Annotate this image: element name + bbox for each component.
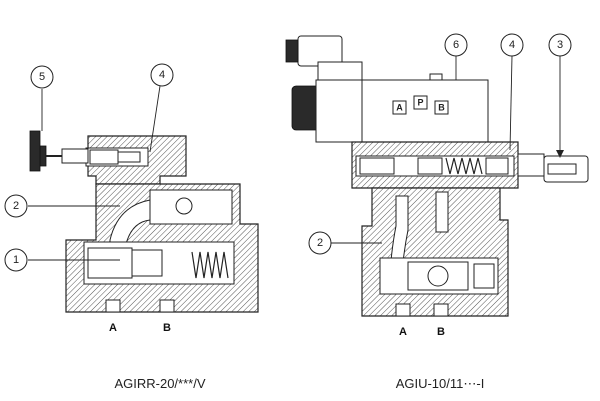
right-main-body [361,187,509,317]
right-callout-4: 4 [500,33,524,151]
left-adjuster-knob [29,130,41,172]
svg-text:5: 5 [39,71,45,83]
left-pilot-seat [117,151,141,163]
left-pilot-poppet [89,149,119,165]
right-port-a-label: A [399,326,407,338]
right-check-ball [427,265,449,287]
left-spool-land [131,249,163,277]
right-adjuster-slot [547,163,577,175]
svg-text:A: A [396,103,403,113]
right-pilot-spool-left [359,157,395,175]
left-check-ball [175,197,193,215]
right-coil [315,79,365,143]
left-port-b-hole [159,299,175,313]
svg-text:4: 4 [159,69,165,81]
svg-text:2: 2 [13,200,19,212]
svg-text:P: P [417,98,423,108]
right-port-b-label: B [437,326,445,338]
right-connector-plug [285,39,299,63]
solenoid-symbol-a: A [392,100,407,115]
right-connector-neck [317,61,363,83]
right-pilot-spool-mid [417,157,443,175]
right-adjuster-sleeve [517,153,545,177]
svg-text:3: 3 [557,39,563,51]
solenoid-symbol-b: B [434,100,449,115]
left-port-b-label: B [163,322,171,334]
right-solenoid-housing [361,79,489,143]
svg-text:1: 1 [13,254,19,266]
svg-text:4: 4 [509,39,515,51]
right-port-a-hole [395,303,411,317]
left-lock-nut [39,145,47,167]
right-valve [285,35,589,317]
left-callout-2: 2 [4,194,120,218]
left-port-a-hole [105,299,121,313]
right-caption: AGIU-10/11⋯-I [396,376,485,391]
right-pilot-plug [485,157,509,175]
right-callout-2: 2 [308,231,382,255]
solenoid-symbol-p: P [413,95,428,110]
right-housing-screw [429,73,443,81]
left-callout-4: 4 [149,63,174,153]
right-callout-3: 3 [548,33,572,158]
svg-text:6: 6 [453,39,459,51]
left-caption: AGIRR-20/***/V [114,376,205,391]
svg-text:2: 2 [317,237,323,249]
right-spool-plug [473,263,495,289]
right-pilot-spring [445,157,483,175]
right-callout-6: 6 [444,33,468,80]
left-port-a-label: A [109,322,117,334]
left-adjuster-sleeve [61,148,89,164]
right-vertical-passage [435,191,449,233]
left-spool [87,247,133,279]
left-spring [191,251,229,279]
left-valve [29,130,259,313]
left-callout-1: 1 [4,248,120,272]
svg-text:B: B [438,103,445,113]
right-port-b-hole [433,303,449,317]
left-callout-5: 5 [30,65,54,131]
